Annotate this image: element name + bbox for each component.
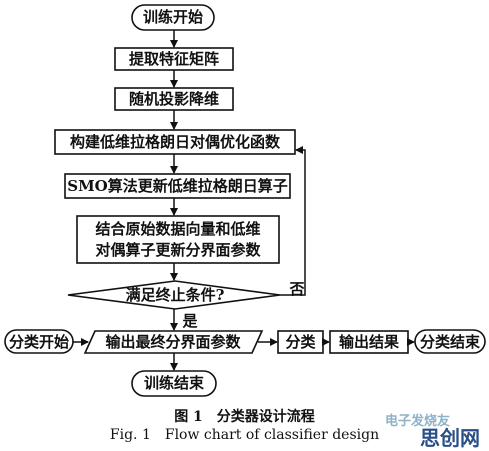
- classify-label: 分类: [285, 333, 316, 351]
- caption-en: Fig. 1 Flow chart of classifier design: [109, 427, 380, 443]
- output-result-label: 输出结果: [338, 333, 399, 351]
- step5-box: [76, 215, 280, 264]
- step1-label: 提取特征矩阵: [128, 50, 219, 68]
- decision-label: 满足终止条件?: [125, 286, 225, 304]
- arrow-no-loop: [280, 146, 306, 296]
- step3-label: 构建低维拉格朗日对偶优化函数: [69, 133, 280, 151]
- train-end-label: 训练结束: [143, 374, 204, 392]
- step5-label-line2: 对偶算子更新分界面参数: [95, 241, 261, 259]
- classify-end-label: 分类结束: [419, 333, 480, 351]
- no-label: 否: [289, 280, 305, 298]
- watermark-bottom: 思创网: [420, 426, 480, 450]
- yes-label: 是: [182, 312, 198, 330]
- step2-label: 随机投影降维: [128, 90, 219, 108]
- train-start-shape: [131, 4, 215, 31]
- train-end-shape: [131, 370, 217, 397]
- step4-box: [64, 173, 291, 199]
- step3-box: [54, 129, 296, 155]
- caption-cn: 图 1 分类器设计流程: [174, 409, 315, 425]
- classify-end-shape: [414, 329, 486, 354]
- step4-label: SMO算法更新低维拉格朗日算子: [67, 177, 288, 195]
- classify-start-label: 分类开始: [8, 333, 69, 351]
- output-params-label: 输出最终分界面参数: [105, 333, 241, 351]
- watermark-top: 电子发烧友: [385, 414, 451, 429]
- train-start-label: 训练开始: [142, 8, 203, 26]
- step5-label-line1: 结合原始数据向量和低维: [95, 220, 261, 238]
